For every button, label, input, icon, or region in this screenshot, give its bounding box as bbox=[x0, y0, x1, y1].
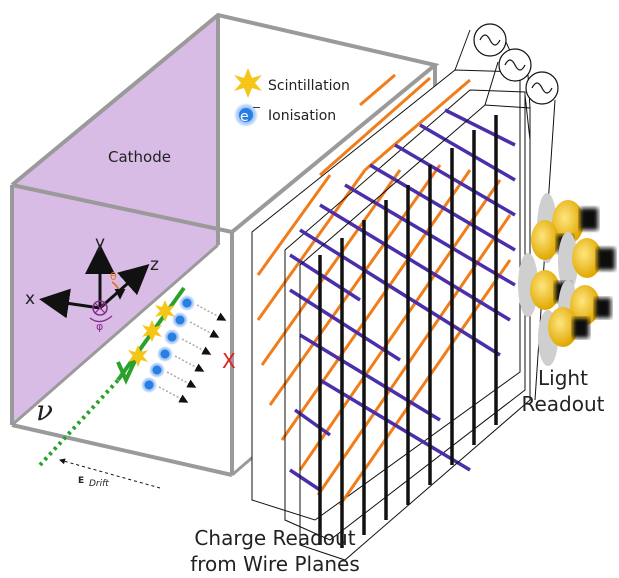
z-axis-arrow bbox=[99, 264, 150, 310]
phi-arc bbox=[89, 315, 113, 323]
frame-bottom-back bbox=[11, 243, 219, 427]
electron-icon bbox=[149, 362, 197, 388]
electron-icon bbox=[172, 312, 220, 338]
sine-wave-icon bbox=[454, 23, 521, 73]
coordinate-axes bbox=[39, 244, 150, 323]
drift-label: Drift bbox=[89, 479, 109, 489]
legend bbox=[234, 68, 262, 127]
charge-readout-label-line1: Charge Readout bbox=[194, 526, 355, 550]
theta-label: θ bbox=[110, 270, 117, 283]
legend-electron-symbol: e bbox=[240, 109, 249, 125]
legend-electron-charge: − bbox=[252, 101, 261, 114]
electron-icon bbox=[141, 377, 189, 403]
y-axis-label: y bbox=[95, 233, 105, 253]
cathode-label: Cathode bbox=[108, 148, 171, 166]
sine-wave-icon bbox=[484, 48, 532, 109]
charge-readout-label-line2: from Wire Planes bbox=[190, 552, 360, 576]
light-readout-label-line2: Readout bbox=[521, 392, 604, 416]
ionisation-label: Ionisation bbox=[268, 108, 336, 124]
photomultiplier-icon bbox=[538, 307, 589, 366]
scintillation-star-icon bbox=[142, 320, 162, 342]
photomultiplier-icon bbox=[558, 232, 615, 292]
phi-label: φ bbox=[96, 320, 103, 333]
scintillation-star-icon bbox=[155, 300, 175, 322]
scintillation-star-icon bbox=[234, 68, 262, 98]
cathode-overlay bbox=[12, 15, 218, 425]
wire-planes bbox=[251, 69, 531, 561]
electron-icon bbox=[179, 295, 227, 321]
x-axis-arrow bbox=[39, 288, 101, 319]
wire-plane-2 bbox=[284, 89, 526, 541]
light-readout-label-line1: Light bbox=[538, 366, 588, 390]
black-wires bbox=[318, 115, 498, 548]
electron-icon bbox=[164, 329, 212, 355]
neutrino-label: ν bbox=[36, 394, 53, 427]
x-vertex-mark: X bbox=[222, 349, 236, 373]
photomultiplier-array bbox=[518, 193, 615, 366]
neutrino-dotted-track bbox=[38, 376, 122, 467]
origin-marker bbox=[92, 300, 108, 316]
drift-field-arrow bbox=[59, 458, 161, 489]
x-axis-label: x bbox=[25, 289, 35, 309]
scintillation-label: Scintillation bbox=[268, 78, 350, 94]
electron-icon bbox=[234, 103, 258, 127]
scintillation-star-icon bbox=[128, 345, 148, 367]
z-axis-label: z bbox=[150, 255, 159, 275]
scintillation-stars bbox=[128, 300, 175, 367]
ionisation-electrons bbox=[141, 295, 227, 403]
electron-icon bbox=[157, 346, 205, 372]
e-field-label: E bbox=[78, 476, 84, 486]
frame-bottom-front bbox=[11, 423, 233, 477]
cathode-planes bbox=[12, 15, 218, 425]
theta-arc bbox=[111, 281, 126, 300]
